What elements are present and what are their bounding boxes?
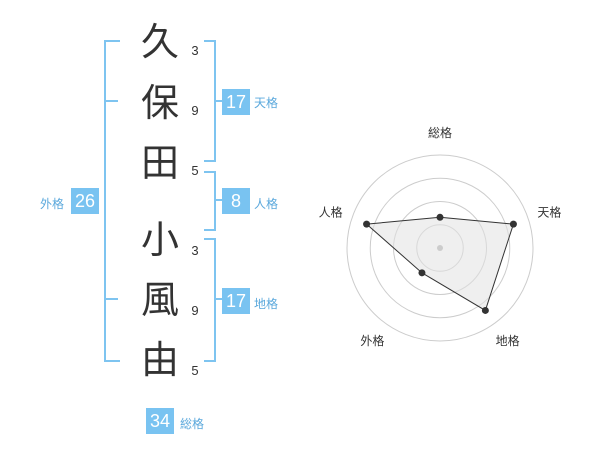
jinkaku-bracket [204, 171, 216, 231]
given-char-3: 由 [140, 338, 179, 382]
chikaku-connector [214, 298, 222, 300]
given-stroke-2: 9 [191, 303, 199, 318]
surname-char-3: 田 [140, 141, 179, 185]
surname-char-2: 保 [140, 81, 179, 125]
radar-ring-3 [369, 177, 511, 319]
given-char-2: 風 [140, 278, 179, 322]
soukaku-label: 総格 [180, 417, 205, 431]
gaikaku-badge: 26 [71, 188, 99, 214]
jinkaku-badge: 8 [222, 188, 250, 214]
radar-center-dot [437, 245, 443, 251]
radar-axis-label-4: 外格 [360, 333, 384, 348]
radar-point-3 [481, 306, 489, 314]
tenkaku-connector [214, 100, 222, 102]
tenkaku-badge: 17 [222, 89, 250, 115]
chikaku-label: 地格 [254, 297, 279, 311]
surname-stroke-1: 3 [191, 43, 199, 58]
tenkaku-label: 天格 [254, 96, 279, 110]
chikaku-badge: 17 [222, 288, 250, 314]
radar-point-2 [509, 220, 517, 228]
gaikaku-bracket [104, 40, 120, 362]
chikaku-bracket [204, 238, 216, 362]
radar-point-4 [418, 269, 426, 277]
gaikaku-bracket-tick-bottom [104, 298, 118, 300]
surname-char-1: 久 [140, 20, 179, 64]
surname-stroke-2: 9 [191, 103, 199, 118]
jinkaku-connector [214, 199, 222, 201]
radar-point-5 [363, 220, 371, 228]
given-stroke-1: 3 [191, 243, 199, 258]
given-char-1: 小 [140, 218, 179, 262]
radar-axis-label-2: 天格 [537, 204, 561, 219]
jinkaku-label: 人格 [254, 197, 279, 211]
surname-stroke-3: 5 [191, 163, 199, 178]
radar-axis-label-5: 人格 [319, 204, 343, 219]
radar-point-1 [436, 213, 444, 221]
given-stroke-3: 5 [191, 363, 199, 378]
gaikaku-label: 外格 [40, 197, 65, 211]
gaikaku-bracket-tick-top [104, 100, 118, 102]
radar-axis-label-1: 総格 [428, 125, 452, 140]
radar-data-polygon [365, 216, 515, 312]
radar-axis-label-3: 地格 [496, 333, 520, 348]
soukaku-badge: 34 [146, 408, 174, 434]
